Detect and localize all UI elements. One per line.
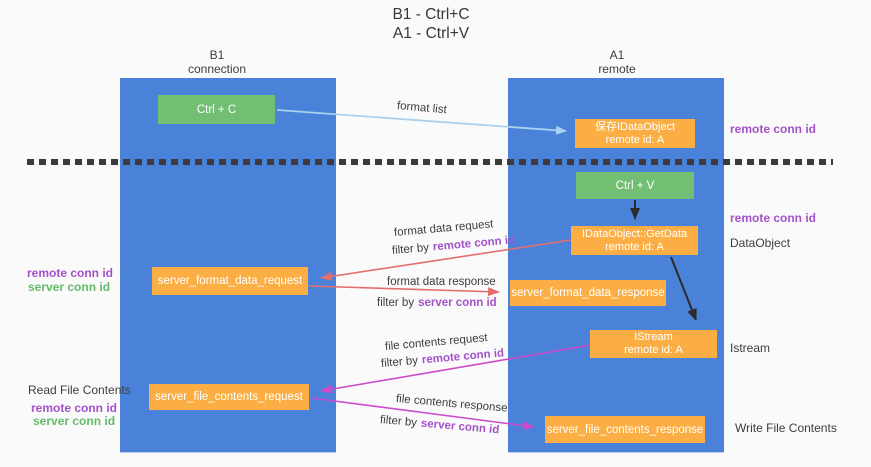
server-file-contents-request-box: server_file_contents_request (149, 384, 309, 410)
idataobject-getdata-box: IDataObject::GetData remote id: A (571, 226, 698, 255)
save-idataobject-box: 保存IDataObject remote id: A (575, 119, 695, 148)
left-column-header: B1 connection (117, 48, 317, 76)
istream-line1: IStream (634, 331, 673, 343)
read-file-contents-label: Read File Contents (28, 383, 131, 397)
idataobject-getdata-line1: IDataObject::GetData (581, 227, 688, 240)
left-column-role: connection (187, 62, 247, 76)
server-conn-id-left-bottom-label: server conn id (33, 414, 116, 428)
save-idataobject-line1: 保存IDataObject (594, 120, 676, 133)
server-format-data-request-label: server_format_data_request (157, 275, 303, 287)
filter-by-text: filter by (391, 241, 430, 257)
remote-conn-id-text: remote conn id (432, 234, 516, 254)
format-list-label: format list (396, 100, 448, 117)
istream-line2: remote id: A (624, 344, 683, 356)
server-format-data-response-box: server_format_data_response (510, 280, 666, 306)
remote-conn-id-left-bottom-label: remote conn id (31, 401, 118, 415)
write-file-contents-label: Write File Contents (735, 421, 837, 435)
server-conn-id-text: server conn id (418, 297, 497, 309)
istream-side-label: Istream (730, 341, 771, 355)
filter-by-text: filter by (377, 297, 415, 309)
server-file-contents-request-label: server_file_contents_request (155, 391, 303, 403)
istream-box: IStream remote id: A (590, 330, 717, 358)
server-file-contents-response-box: server_file_contents_response (545, 416, 705, 443)
filter-by-text: filter by (380, 354, 419, 370)
ctrl-v-box: Ctrl + V (576, 172, 694, 199)
format-data-response-label: format data response (387, 276, 496, 288)
save-idataobject-line2: remote id: A (605, 133, 665, 146)
remote-conn-id-text: remote conn id (421, 347, 505, 367)
dataobject-label: DataObject (730, 236, 791, 250)
right-column-header: A1 remote (517, 48, 717, 76)
ctrl-c-label: Ctrl + C (196, 103, 237, 116)
server-format-data-request-box: server_format_data_request (152, 267, 308, 295)
remote-conn-id-right-top-label: remote conn id (730, 122, 817, 136)
remote-conn-id-left-top-label: remote conn id (27, 266, 114, 280)
format-data-request-label: format data request (393, 218, 494, 239)
diagram-title: B1 - Ctrl+C A1 - Ctrl+V (331, 5, 531, 43)
title-line-1: B1 - Ctrl+C (392, 6, 470, 23)
ctrl-c-box: Ctrl + C (158, 95, 275, 124)
file-contents-response-label: file contents response (395, 393, 508, 415)
right-column-name: A1 (609, 48, 625, 62)
server-conn-id-left-top-label: server conn id (28, 280, 111, 294)
title-line-2: A1 - Ctrl+V (392, 25, 470, 42)
server-file-contents-response-label: server_file_contents_response (546, 423, 704, 436)
dashed-separator-line (27, 159, 833, 165)
right-column-role: remote (598, 62, 636, 76)
ctrl-v-label: Ctrl + V (615, 179, 655, 192)
left-column-name: B1 (209, 48, 225, 62)
filter-by-text: filter by (379, 414, 418, 430)
remote-conn-id-right-mid-label: remote conn id (730, 211, 817, 225)
idataobject-getdata-line2: remote id: A (605, 240, 664, 253)
server-conn-id-text: server conn id (420, 417, 500, 437)
server-format-data-response-label: server_format_data_response (511, 287, 665, 299)
